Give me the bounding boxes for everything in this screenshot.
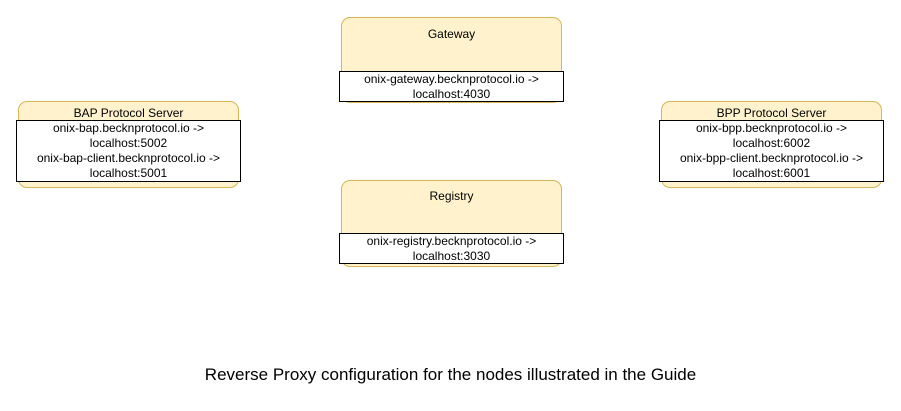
node-registry: Registry onix-registry.becknprotocol.io … xyxy=(339,180,564,267)
node-bpp-protocol-server: BPP Protocol Server onix-bpp.becknprotoc… xyxy=(659,101,884,188)
node-title: Registry xyxy=(429,189,474,203)
node-title: BAP Protocol Server xyxy=(73,106,184,120)
node-bap-protocol-server: BAP Protocol Server onix-bap.becknprotoc… xyxy=(16,101,241,188)
node-title: Gateway xyxy=(427,27,476,41)
node-gateway: Gateway onix-gateway.becknprotocol.io ->… xyxy=(339,17,564,103)
proxy-mapping-box: onix-bap.becknprotocol.io -> localhost:5… xyxy=(16,120,241,182)
node-title: BPP Protocol Server xyxy=(716,106,827,120)
proxy-mapping-box: onix-gateway.becknprotocol.io -> localho… xyxy=(339,71,564,102)
proxy-mapping-box: onix-registry.becknprotocol.io -> localh… xyxy=(339,233,564,264)
diagram-caption: Reverse Proxy configuration for the node… xyxy=(204,365,697,384)
proxy-mapping-box: onix-bpp.becknprotocol.io -> localhost:6… xyxy=(659,120,884,182)
